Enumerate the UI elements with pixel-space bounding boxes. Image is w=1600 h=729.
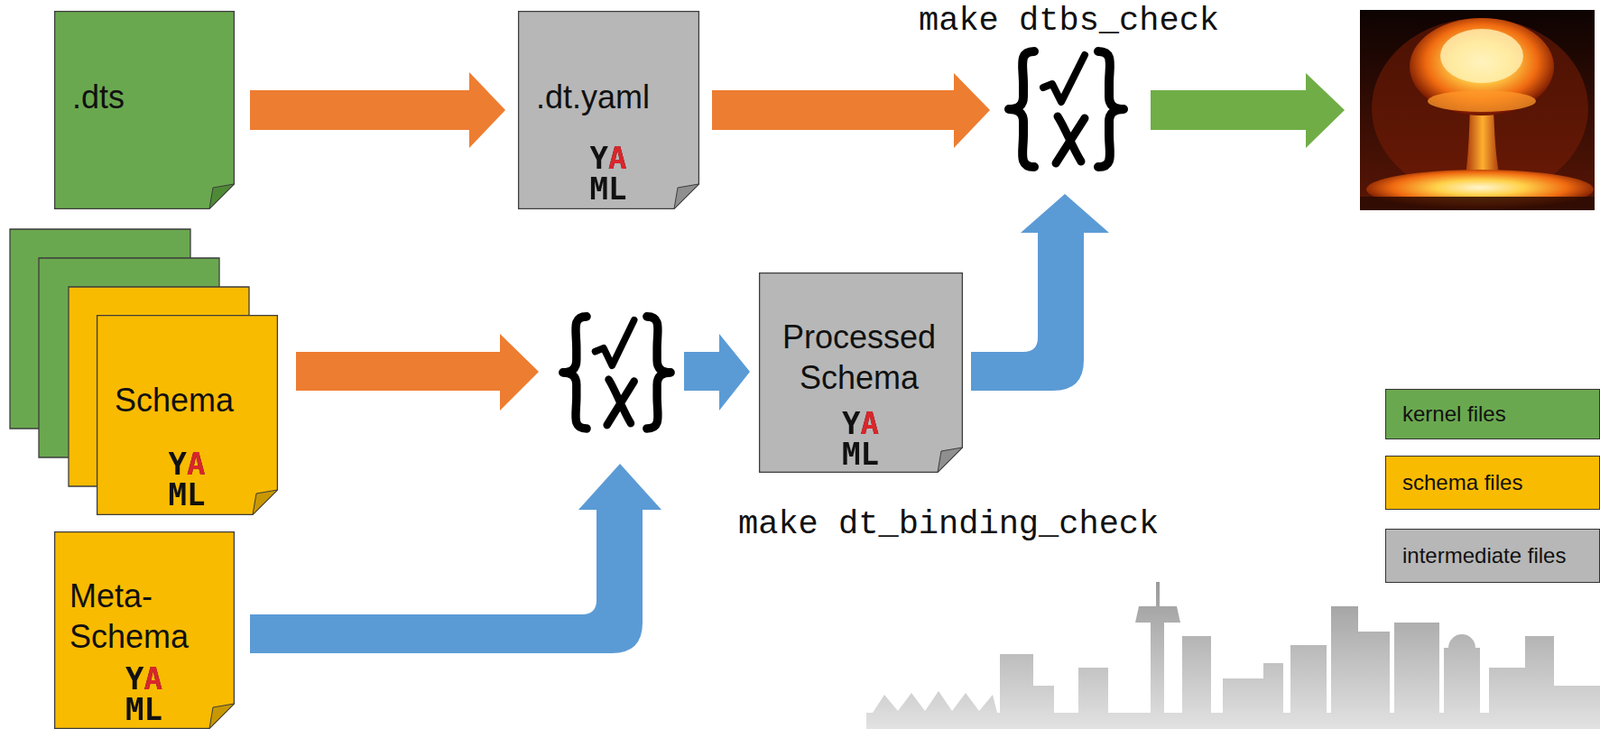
check-mark <box>594 320 634 366</box>
brace <box>1008 51 1035 167</box>
yaml-logo: YAML <box>168 448 207 510</box>
explosion-cap <box>1409 18 1554 116</box>
make-command: make dtbs_check <box>918 1 1220 41</box>
document-title: .dt.yaml <box>536 76 685 118</box>
blue-arrow <box>684 333 750 411</box>
legend-swatch: schema files <box>1385 455 1600 510</box>
document-title: Meta- Schema <box>69 575 196 657</box>
document-fold <box>674 184 699 209</box>
document-title: Schema <box>114 379 264 421</box>
file-document: .dt.yamlYAML <box>517 10 700 210</box>
make-command: make dt_binding_check <box>738 505 1159 545</box>
blue-bent-arrow <box>971 194 1110 391</box>
yaml-logo: YAML <box>125 663 164 725</box>
document-title: Processed Schema <box>766 316 953 398</box>
validator-icon <box>1008 51 1124 167</box>
document-body <box>55 532 235 729</box>
document-fold <box>252 490 278 515</box>
explosion-ring <box>1427 90 1536 112</box>
explosion-sky <box>1359 9 1595 211</box>
explosion-picture <box>1359 9 1595 211</box>
green-arrow <box>1150 73 1345 148</box>
document-body <box>97 315 278 516</box>
document-body <box>759 273 963 473</box>
yaml-logo: YAML <box>841 407 880 470</box>
orange-arrow <box>249 72 506 148</box>
document-body <box>518 11 700 210</box>
brace <box>1098 51 1124 167</box>
legend-swatch: intermediate files <box>1385 528 1600 583</box>
file-document: .dts <box>54 10 235 210</box>
city-skyline <box>866 582 1600 729</box>
orange-arrow <box>295 333 539 411</box>
legend-text: schema files <box>1386 470 1523 496</box>
legend-text: intermediate files <box>1386 543 1566 569</box>
document-fold <box>209 184 234 209</box>
document-fold <box>937 447 962 472</box>
explosion-ground <box>1359 196 1595 211</box>
document-fold <box>209 703 234 729</box>
brace <box>647 316 671 429</box>
explosion-core <box>1440 28 1524 84</box>
cross-mark <box>607 379 635 426</box>
orange-arrow <box>712 73 990 148</box>
document-title: .dts <box>72 76 222 118</box>
cross-mark <box>1055 116 1085 164</box>
brace <box>563 316 587 429</box>
validator-icon <box>563 316 671 429</box>
blue-bent-arrow <box>249 463 662 654</box>
file-document: Processed SchemaYAML <box>758 272 963 473</box>
file-document: SchemaYAML <box>96 314 278 516</box>
legend-text: kernel files <box>1386 401 1507 427</box>
yaml-logo: YAML <box>590 142 629 204</box>
document-body <box>55 11 235 210</box>
file-document: Meta- SchemaYAML <box>54 531 235 729</box>
check-mark <box>1043 55 1085 102</box>
legend-swatch: kernel files <box>1385 388 1600 440</box>
